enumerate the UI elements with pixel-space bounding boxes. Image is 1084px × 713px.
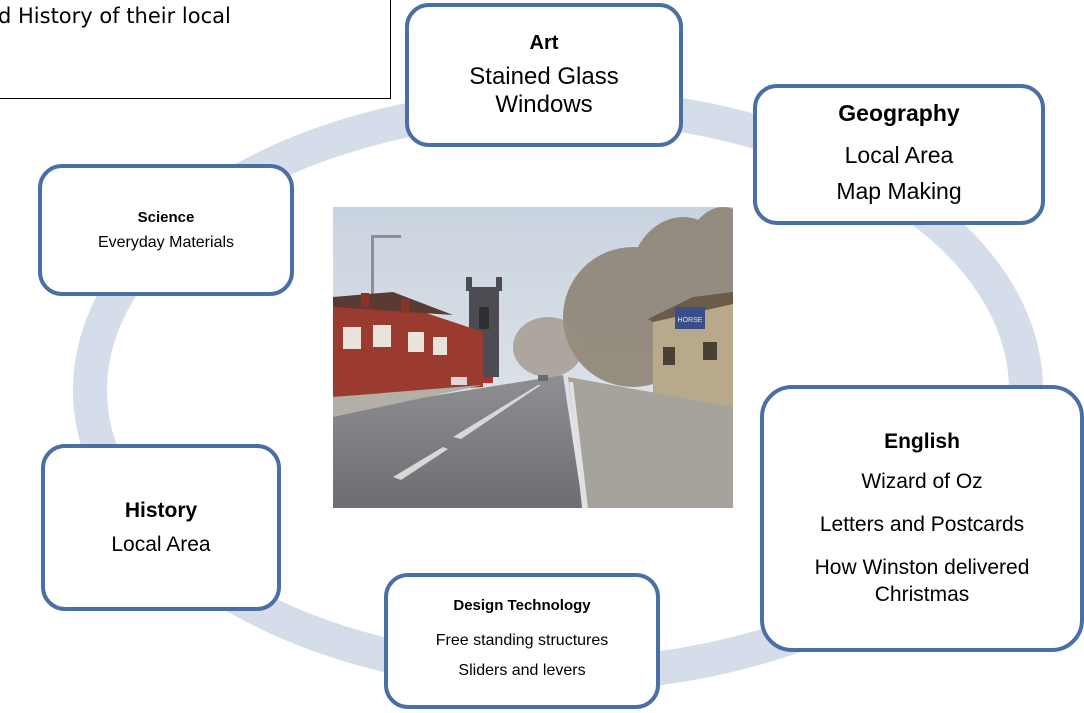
english-topic-box: English Wizard of Oz Letters and Postcar… (760, 385, 1084, 652)
geography-title: Geography (838, 100, 960, 126)
history-topic-box: History Local Area (41, 444, 281, 611)
design-technology-title: Design Technology (453, 596, 591, 614)
geography-topic-box: Geography Local Area Map Making (753, 84, 1045, 225)
english-line-2: Letters and Postcards (819, 512, 1025, 536)
street-scene: HORSE (333, 207, 733, 508)
design-technology-line-1: Free standing structures (435, 631, 609, 649)
intro-text-box: d History of their local (0, 0, 391, 99)
design-technology-line-2: Sliders and levers (458, 661, 586, 679)
design-technology-topic-box: Design Technology Free standing structur… (384, 573, 660, 709)
science-line-1: Everyday Materials (97, 233, 235, 251)
english-line-1: Wizard of Oz (861, 469, 983, 493)
intro-text: d History of their local (0, 4, 231, 28)
local-street-photo: HORSE (333, 207, 733, 508)
art-topic-box: Art Stained Glass Windows (405, 3, 683, 147)
science-title: Science (137, 208, 195, 226)
art-line-2: Windows (495, 90, 593, 118)
english-title: English (884, 429, 960, 453)
geography-line-2: Map Making (836, 178, 962, 204)
english-line-3: How Winston delivered (814, 555, 1030, 579)
english-line-4: Christmas (874, 582, 970, 606)
history-line-1: Local Area (111, 532, 211, 556)
history-title: History (124, 498, 198, 522)
pub-sign-text: HORSE (678, 317, 703, 324)
art-line-1: Stained Glass (469, 62, 619, 90)
science-topic-box: Science Everyday Materials (38, 164, 294, 296)
art-title: Art (529, 31, 559, 54)
geography-line-1: Local Area (844, 142, 954, 168)
